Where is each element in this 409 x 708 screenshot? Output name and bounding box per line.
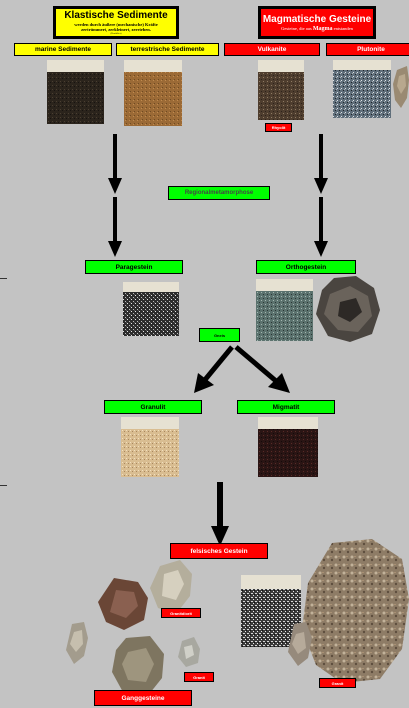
orthogneiss-rock	[316, 276, 380, 342]
terrestrial-sediment-sample	[124, 60, 182, 126]
felsic-rock-brown	[98, 578, 148, 630]
orthogneiss-sample	[256, 279, 313, 341]
clastic-desc-3: (Kraftilter)	[110, 32, 122, 35]
dike-rocks-label: Ganggesteine	[94, 690, 192, 706]
migmatite-label: Migmatit	[237, 400, 335, 414]
plutonic-label: Plutonite	[326, 43, 409, 56]
granodiorite-text: Granitdiorit	[170, 610, 192, 616]
magmatic-title: Magmatische Gesteine	[262, 13, 372, 25]
arrow-down-right-top	[314, 134, 328, 194]
side-tick-upper	[0, 278, 7, 279]
volcanic-label: Vulkanite	[224, 43, 320, 56]
granite-large-rock	[302, 539, 409, 683]
granodiorite-label: Granitdiorit	[161, 608, 201, 618]
dike-rock-small	[66, 622, 88, 664]
granite-label-large: Granit	[319, 678, 356, 688]
arrow-down-left-top	[108, 134, 122, 194]
plutonic-sample	[333, 60, 391, 118]
arrow-diagonal-right	[234, 345, 290, 393]
migmatite-sample	[258, 417, 318, 477]
plutonic-rock-fragment	[393, 66, 409, 108]
clastic-title: Klastische Sedimente	[64, 10, 168, 21]
clastic-desc-2: zertrümmert, zerkleinert, zerrieben.	[81, 27, 151, 32]
clastic-sediments-header: Klastische Sedimente werden durch äußere…	[53, 6, 179, 39]
magmatic-subtitle-post: entstanden	[333, 25, 353, 31]
magmatic-subtitle-bold: Magma	[312, 25, 333, 32]
felsic-rock-label: felsisches Gestein	[170, 543, 268, 559]
paragneiss-label: Paragestein	[85, 260, 183, 274]
felsic-sample	[241, 575, 301, 647]
regional-metamorphism-label: Regionalmetamorphose	[168, 186, 270, 200]
gneiss-label: Gneis	[199, 328, 240, 342]
granite-pebble	[288, 622, 312, 666]
arrow-down-right-middle	[314, 197, 328, 257]
rhyolite-label: Rhyolit	[265, 123, 292, 132]
magmatic-subtitle-pre: Gesteine, die aus	[281, 25, 312, 31]
magmatic-subtitle: Gesteine, die aus Magma entstanden	[281, 26, 353, 32]
arrow-down-bottom	[211, 482, 229, 546]
arrow-down-left-middle	[108, 197, 122, 257]
clastic-desc-1: werden durch äußere (mechanische) Kräfte	[74, 22, 158, 27]
granite-text-small: Granit	[193, 674, 205, 680]
marine-sediment-sample	[47, 60, 104, 124]
granite-small-rock	[178, 637, 200, 667]
dike-rock-medium	[112, 636, 164, 698]
granulite-sample	[121, 417, 179, 477]
granulite-label: Granulit	[104, 400, 202, 414]
granite-text-large: Granit	[331, 680, 344, 686]
side-tick-lower	[0, 485, 7, 486]
marine-sediments-label: marine Sedimente	[14, 43, 112, 56]
orthogneiss-label: Orthogestein	[256, 260, 356, 274]
volcanic-sample	[258, 60, 304, 120]
arrow-diagonal-left	[194, 345, 234, 393]
terrestrial-sediments-label: terrestrische Sedimente	[116, 43, 219, 56]
felsic-rock-light	[150, 560, 192, 614]
paragneiss-sample	[123, 282, 179, 336]
magmatic-rocks-header: Magmatische Gesteine Gesteine, die aus M…	[258, 6, 376, 39]
granite-label-small: Granit	[184, 672, 214, 682]
